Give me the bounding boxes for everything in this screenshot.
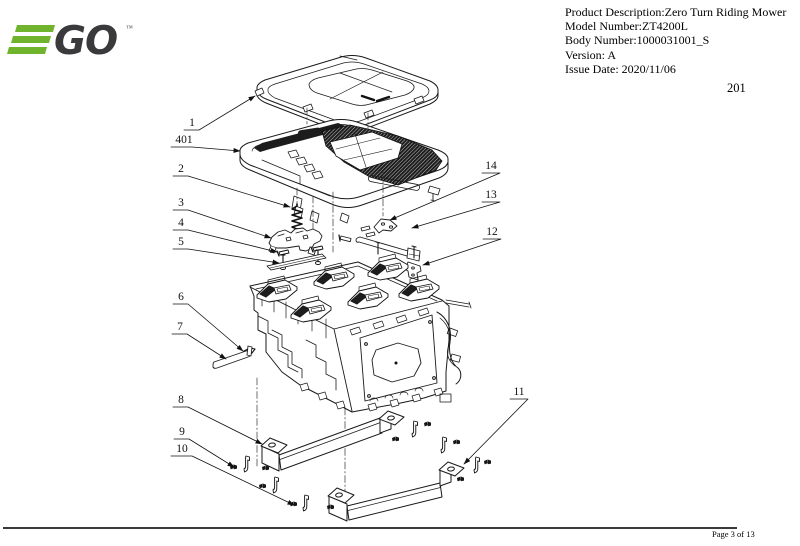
callout-label-4: 4: [178, 217, 184, 229]
flat-bar: [212, 345, 253, 369]
callout-label-3: 3: [178, 197, 184, 209]
title-block: Product Description:Zero Turn Riding Mow…: [565, 5, 786, 76]
ego-logo: GO ™: [7, 19, 133, 62]
screws: [266, 249, 327, 271]
callout-layer: 1 401 2 3 4 5 6 7 8 9 10 11 12 13 14: [170, 95, 529, 506]
title-line: Body Number:1000031001_S: [565, 33, 710, 48]
battery-box: [249, 253, 472, 413]
inner-cover: [239, 119, 449, 224]
callout-label-10: 10: [176, 443, 188, 455]
callout-leader-5: [172, 248, 280, 265]
callout-leader-9: [173, 438, 235, 468]
title-line: Version: A: [565, 47, 616, 62]
callout-leader-401: [170, 146, 241, 153]
top-cover: [254, 55, 439, 134]
pins: [276, 245, 324, 257]
callout-leader-10: [170, 455, 295, 506]
callout-leader-14: [389, 172, 501, 221]
callout-leader-12: [422, 238, 502, 266]
footer-divider: [3, 527, 737, 529]
right-rail-bracket: [327, 461, 465, 522]
page-number-label: Page 3 of 13: [712, 529, 755, 539]
callout-label-8: 8: [178, 394, 184, 406]
callout-label-11: 11: [513, 386, 524, 398]
callout-leader-4: [172, 229, 278, 253]
spring: [291, 203, 303, 232]
callout-label-1: 1: [189, 117, 195, 129]
callout-label-7: 7: [177, 321, 183, 333]
callout-label-6: 6: [178, 291, 184, 303]
callout-leader-6: [172, 303, 244, 352]
callout-label-9: 9: [179, 426, 185, 438]
logo-go-text: GO: [54, 19, 117, 62]
callout-label-401: 401: [175, 134, 193, 146]
callout-label-14: 14: [485, 160, 497, 172]
logo-trademark: ™: [126, 24, 133, 32]
title-line: Product Description:Zero Turn Riding Mow…: [565, 5, 787, 19]
callout-leader-3: [172, 209, 272, 239]
callout-label-12: 12: [486, 226, 498, 238]
callout-leader-2: [172, 175, 291, 208]
title-line: Issue Date: 2020/11/06: [565, 61, 676, 76]
callout-leader-7: [171, 333, 227, 360]
callout-leader-11: [463, 398, 529, 465]
callout-leader-8: [172, 406, 263, 445]
callout-leader-1: [183, 95, 256, 131]
callout-label-13: 13: [485, 189, 497, 201]
latch-bracket-top: [360, 218, 398, 238]
callout-label-5: 5: [178, 236, 184, 248]
left-rail-bracket: [260, 410, 405, 472]
ego-logo-e-icon: [7, 25, 55, 54]
drawing-number: 201: [727, 81, 746, 95]
title-line: Model Number:ZT4200L: [565, 19, 688, 34]
latch-rod: [338, 234, 421, 262]
callout-leader-13: [411, 201, 501, 229]
callout-label-2: 2: [178, 163, 184, 175]
